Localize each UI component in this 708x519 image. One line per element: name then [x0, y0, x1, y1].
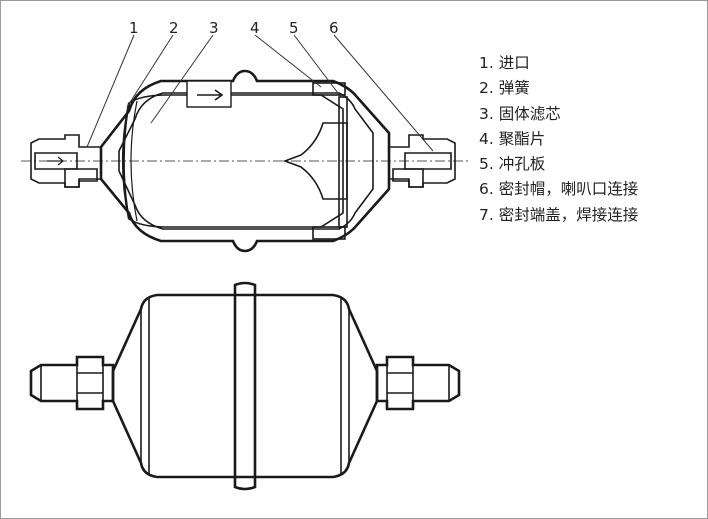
- left-flare-fitting: [29, 355, 115, 411]
- legend-item-inlet: 1. 进口: [479, 54, 530, 72]
- callout-1: 1: [129, 19, 139, 37]
- legend-item-solid-core: 3. 固体滤芯: [479, 104, 561, 123]
- legend-item-spring: 2. 弹簧: [479, 79, 530, 98]
- parts-legend: 1. 进口 2. 弹簧 3. 固体滤芯 4. 聚酯片 5. 冲孔板 6. 密封帽…: [479, 51, 638, 228]
- callout-5: 5: [289, 19, 299, 37]
- leader-lines: [86, 34, 434, 152]
- outlet-fitting: [388, 134, 456, 188]
- exterior-view: [29, 281, 461, 491]
- drier-body: [111, 293, 379, 479]
- legend-item-polyester-pad: 4. 聚酯片: [479, 129, 546, 148]
- cross-section-view: [21, 34, 469, 253]
- inlet-fitting: [30, 134, 102, 188]
- center-rib: [233, 281, 257, 491]
- flow-arrow-box: [186, 80, 232, 108]
- legend-item-flare-cap: 6. 密封帽，喇叭口连接: [479, 180, 639, 199]
- polyester-pad-top: [312, 82, 346, 96]
- polyester-pad-bottom: [312, 226, 346, 240]
- callout-3: 3: [209, 19, 219, 37]
- legend-item-solder-cap: 7. 密封端盖，焊接连接: [479, 205, 639, 224]
- callout-2: 2: [169, 19, 179, 37]
- right-flare-fitting: [375, 355, 461, 411]
- legend-item-perforated-plate: 5. 冲孔板: [479, 155, 546, 174]
- core-cone-cavity: [282, 122, 348, 200]
- callout-4: 4: [250, 19, 260, 37]
- callout-6: 6: [329, 19, 339, 37]
- shell-outline: [99, 69, 391, 253]
- spring-line: [121, 102, 131, 220]
